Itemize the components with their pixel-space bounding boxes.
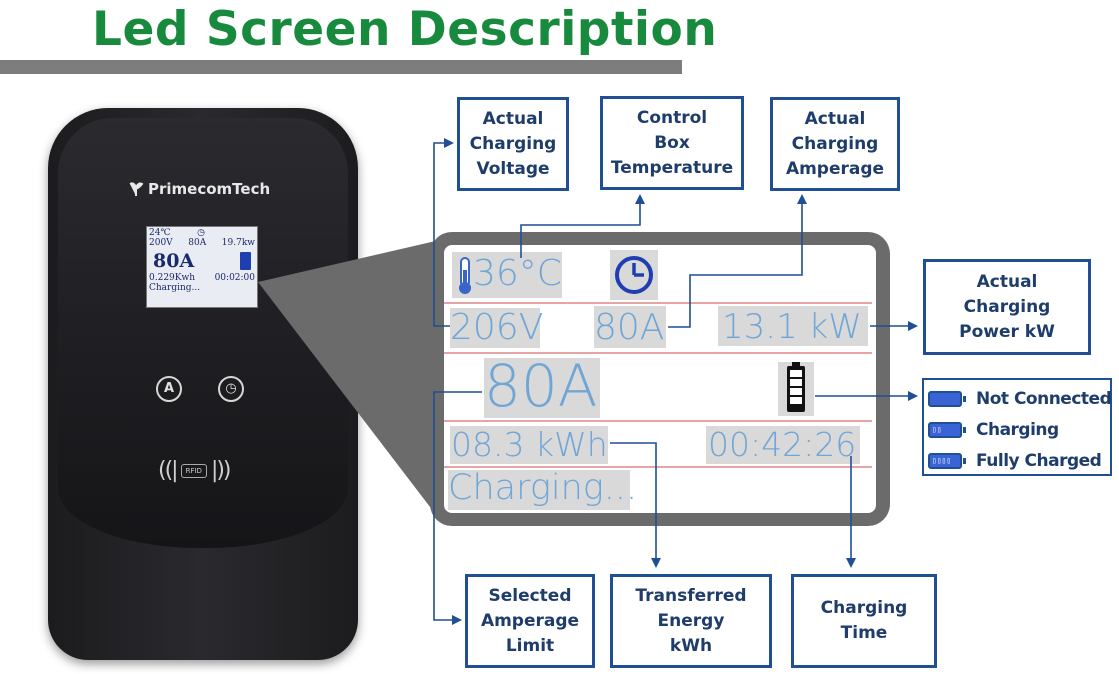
lcd-voltage: 206V — [450, 307, 544, 348]
callout-line: Energy — [657, 610, 725, 631]
legend-label: Not Connected — [976, 389, 1112, 409]
rfid-label: RFID — [180, 464, 207, 478]
legend-item: ▯▯▯▯ Fully Charged — [928, 449, 1102, 473]
rfid-waves-icon: ((| — [158, 458, 179, 483]
brand-name: PrimecomTech — [148, 180, 271, 198]
callout-time: Charging Time — [791, 574, 937, 668]
battery-legend: Not Connected ▯▯ Charging ▯▯▯▯ Fully Cha… — [922, 378, 1112, 476]
brand-logo: PrimecomTech — [128, 180, 270, 198]
legend-label: Charging — [976, 420, 1059, 440]
callout-line: Actual — [482, 108, 544, 129]
thermometer-icon — [459, 257, 471, 294]
battery-full-icon: ▯▯▯▯ — [928, 453, 966, 469]
callout-amperage: Actual Charging Amperage — [770, 97, 900, 191]
mini-voltage: 200V — [149, 238, 173, 248]
callout-line: Charging — [820, 598, 908, 618]
battery-icon — [240, 252, 251, 270]
legend-item: Not Connected — [928, 387, 1112, 411]
device-mini-screen: 24℃ ◷ 200V 80A 19.7kw 80A 0.229Kwh 00:02… — [146, 226, 258, 308]
callout-line: kWh — [669, 635, 713, 656]
callout-line: Amperage — [785, 158, 885, 179]
battery-icon — [787, 362, 805, 412]
highlight-power — [718, 306, 868, 346]
brand-leaf-icon — [129, 182, 144, 196]
callout-line: Control — [636, 107, 708, 128]
highlight-energy — [450, 426, 608, 464]
mini-temp: 24℃ — [149, 228, 171, 238]
callout-line: Actual — [976, 271, 1038, 292]
rfid-waves-icon: |)) — [210, 458, 232, 483]
callout-line: Transferred — [635, 585, 747, 606]
lcd-selected-amp: 80A — [484, 352, 598, 420]
lcd-divider — [444, 466, 872, 468]
mini-energy: 0.229Kwh — [149, 273, 195, 283]
battery-empty-icon — [928, 391, 966, 407]
callout-line: Actual — [804, 108, 866, 129]
highlight-status — [448, 470, 630, 510]
clock-icon: ◷ — [197, 228, 205, 238]
callout-line: Time — [840, 623, 888, 643]
callout-line: Charging — [469, 133, 557, 154]
callout-line: Selected — [488, 585, 572, 606]
lcd-power: 13.1 kW — [722, 307, 862, 347]
callout-line: Box — [654, 132, 690, 153]
lcd-divider — [444, 420, 872, 422]
mini-big-amp: 80A — [153, 250, 195, 272]
callout-line: Power kW — [959, 321, 1055, 342]
lcd-status: Charging... — [448, 468, 638, 508]
battery-half-icon: ▯▯ — [928, 422, 966, 438]
callout-line: Charging — [963, 296, 1051, 317]
mini-time: 00:02:00 — [214, 273, 255, 283]
callout-voltage: Actual Charging Voltage — [457, 97, 569, 191]
mini-amp: 80A — [188, 238, 207, 248]
callout-line: Limit — [505, 635, 555, 656]
clock-icon — [615, 256, 653, 294]
callout-line: Temperature — [610, 157, 734, 178]
callout-line: Voltage — [476, 158, 550, 179]
amperage-button[interactable]: A — [156, 376, 182, 402]
lcd-time: 00:42:26 — [708, 425, 857, 464]
highlight-voltage — [450, 308, 540, 348]
clock-icon: ◷ — [225, 381, 237, 396]
callout-line: Charging — [791, 133, 879, 154]
legend-label: Fully Charged — [976, 451, 1102, 471]
callout-energy: Transferred Energy kWh — [610, 574, 772, 668]
highlight-amp — [594, 306, 666, 348]
legend-item: ▯▯ Charging — [928, 418, 1059, 442]
callout-temperature: Control Box Temperature — [600, 96, 744, 190]
title-underline — [0, 60, 682, 74]
highlight-time — [706, 426, 860, 464]
lcd-divider — [444, 302, 872, 304]
callout-amp-limit: Selected Amperage Limit — [465, 574, 595, 668]
lcd-energy: 08.3 kWh — [451, 425, 608, 464]
lcd-divider — [444, 352, 872, 354]
highlight-big-amp — [484, 358, 600, 418]
timer-button[interactable]: ◷ — [218, 376, 244, 402]
mini-power: 19.7kw — [221, 238, 255, 248]
mini-status: Charging... — [149, 283, 201, 293]
callout-line: Amperage — [480, 610, 580, 631]
lcd-temperature: 36°C — [473, 253, 562, 294]
callout-power: Actual Charging Power kW — [923, 259, 1091, 355]
rfid-reader[interactable]: ((|RFID|)) — [158, 458, 232, 483]
page-title: Led Screen Description — [92, 2, 718, 57]
lcd-amperage: 80A — [594, 307, 665, 348]
